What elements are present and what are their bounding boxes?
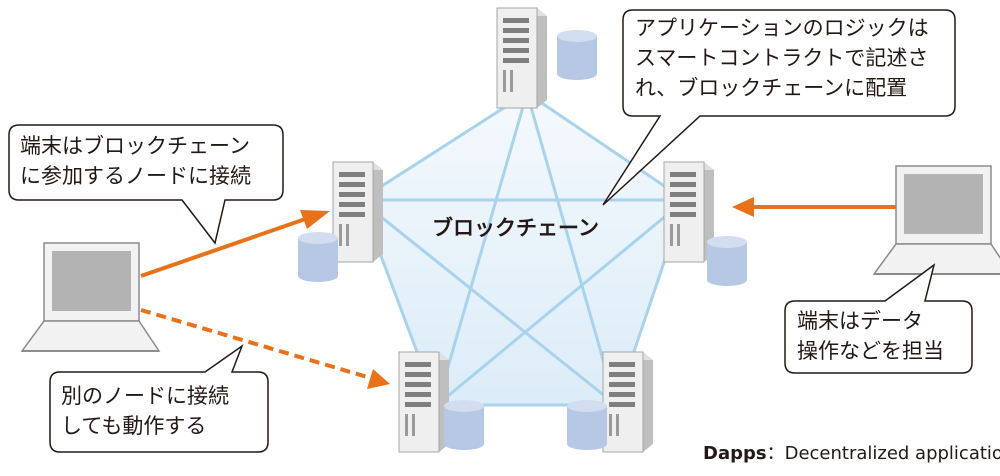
node-top [496,7,597,109]
callout-top-left-bubble [8,124,284,245]
network-links [359,92,686,407]
callout-bottom-right-bubble [784,263,973,374]
arrow-left-terminal-alt-node [140,308,390,389]
blockchain-network [358,91,687,407]
callout-line: れ、ブロックチェーンに配置 [635,76,908,100]
callout-line: 端末はデータ [797,309,923,333]
laptop-right [873,165,1000,275]
laptop-left [21,242,160,352]
callout-line: 操作などを担当 [797,339,944,363]
callout-line: に参加するノードに接続 [20,164,251,188]
arrow-right-terminal-to-node [732,197,896,217]
callout-line: スマートコントラクトで記述さ [635,46,929,70]
footnote: Dapps：Decentralized applications [703,439,1000,465]
footnote-term: Dapps [703,443,767,464]
callout-top-left-text: 端末はブロックチェーン に参加するノードに接続 [20,131,251,191]
callout-line: 端末はブロックチェーン [20,134,250,158]
footnote-definition: Decentralized applications [784,443,1000,464]
callout-bottom-left-text: 別のノードに接続 しても動作する [61,381,229,441]
callout-bottom-left-bubble [49,343,269,453]
node-right [663,161,747,286]
callout-line: しても動作する [61,414,207,438]
callout-top-right-text: アプリケーションのロジックは スマートコントラクトで記述さ れ、ブロックチェーン… [635,13,929,103]
blockchain-label: ブロックチェーン [432,216,599,240]
callout-bottom-right-text: 端末はデータ 操作などを担当 [797,306,944,366]
callout-line: 別のノードに接続 [61,384,229,408]
callout-top-right-bubble [602,9,956,206]
footnote-separator: ： [766,443,785,464]
arrow-left-terminal-to-node [140,210,330,278]
network-area [358,91,687,407]
callout-line: アプリケーションのロジックは [635,16,929,40]
